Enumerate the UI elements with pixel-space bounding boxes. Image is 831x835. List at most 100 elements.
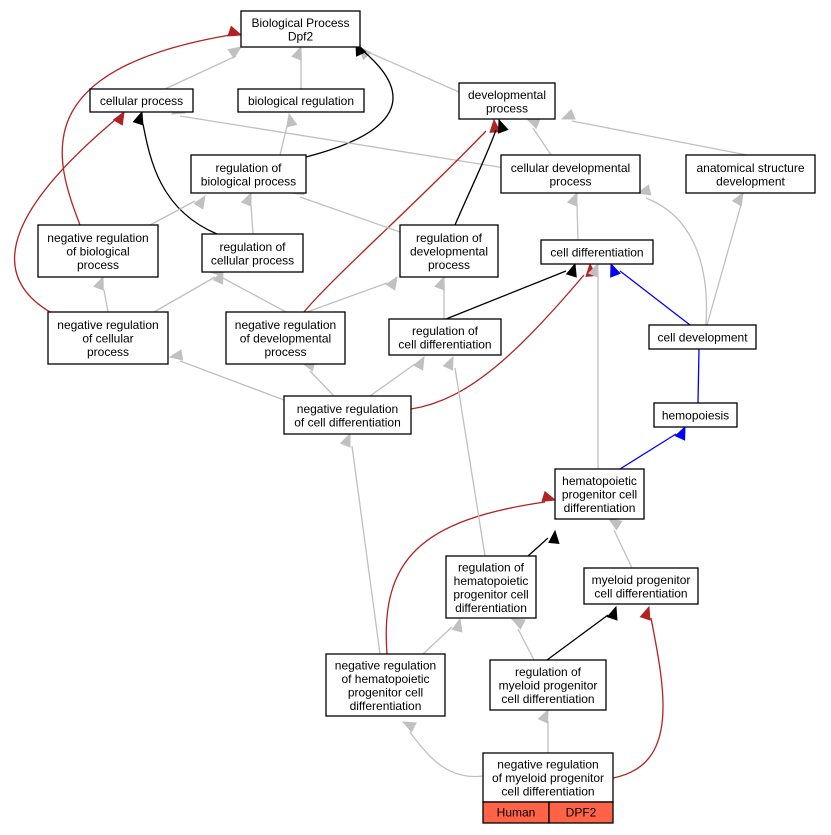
edge-arrowhead xyxy=(610,262,621,278)
edge-line xyxy=(385,501,546,655)
edge-line xyxy=(612,617,664,779)
node-label-line: developmental xyxy=(410,245,488,259)
edge-line xyxy=(305,49,394,158)
node-label-line: developmental xyxy=(468,88,546,102)
node-box xyxy=(190,154,307,194)
node-label-line: cell differentiation xyxy=(501,785,594,799)
edge-part-of xyxy=(697,348,700,404)
node-label-line: hematopoietic xyxy=(562,474,637,488)
node-label-line: biological process xyxy=(201,174,296,188)
node-label-line: biological regulation xyxy=(248,94,354,108)
edge-arrowhead xyxy=(451,617,463,633)
node-label-line: progenitor cell xyxy=(562,488,637,502)
node-label-line: Dpf2 xyxy=(288,29,314,43)
node-cell-development: cell development xyxy=(648,324,757,350)
node-label-line: progenitor cell xyxy=(453,587,528,601)
node-cell-diff: cell differentiation xyxy=(540,239,654,265)
edge-arrowhead xyxy=(193,194,206,210)
edge-arrowhead xyxy=(240,191,252,207)
edge-line xyxy=(422,626,453,655)
edge-line xyxy=(697,348,700,404)
edge-line xyxy=(410,274,585,410)
node-box xyxy=(240,10,361,48)
edge-arrowhead xyxy=(587,262,599,278)
edge-arrowhead xyxy=(607,518,623,531)
edge-arrowhead xyxy=(286,112,298,128)
edge-arrowhead xyxy=(541,490,557,502)
node-label-line: cell differentiation xyxy=(550,246,643,260)
node-box xyxy=(325,653,446,717)
edge-line xyxy=(149,200,196,226)
node-label-line: hemopoiesis xyxy=(662,409,729,423)
edge-part-of xyxy=(610,262,691,326)
edge-arrowhead xyxy=(566,191,578,207)
edge-negatively-regulates xyxy=(612,605,664,779)
node-label-line: hematopoietic xyxy=(454,574,529,588)
edge-arrowhead xyxy=(497,118,509,134)
edge-line xyxy=(103,289,109,313)
node-label-line: process xyxy=(486,101,528,115)
node-label-line: anatomical structure xyxy=(696,161,804,175)
edge-line xyxy=(527,537,549,557)
node-box xyxy=(583,567,699,605)
edge-line xyxy=(645,197,708,326)
edge-line xyxy=(250,204,254,235)
node-cellular-process: cellular process xyxy=(89,88,194,113)
edge-is-a xyxy=(240,191,254,235)
node-label-line: cell differentiation xyxy=(398,337,491,351)
node-box xyxy=(489,659,607,711)
node-box xyxy=(388,318,502,356)
edge-is-a xyxy=(607,518,633,569)
node-label-line: negative regulation xyxy=(57,318,158,332)
edge-line xyxy=(517,628,535,661)
node-label-line: negative regulation xyxy=(47,231,148,245)
edge-arrowhead xyxy=(636,184,652,196)
edge-line xyxy=(164,55,237,90)
edge-arrowhead xyxy=(93,275,104,291)
node-box xyxy=(653,402,738,428)
edge-line xyxy=(576,204,579,241)
edge-is-a xyxy=(566,191,579,241)
edge-regulates xyxy=(445,262,577,320)
node-label-line: differentiation xyxy=(350,699,422,713)
node-label-line: differentiation xyxy=(564,501,636,515)
edge-is-a xyxy=(422,617,463,655)
node-label-line: development xyxy=(716,174,785,188)
edge-is-a xyxy=(434,275,445,319)
edge-line xyxy=(454,367,486,557)
node-label-line: cell differentiation xyxy=(594,586,687,600)
node-label-line: of myeloid progenitor xyxy=(492,771,604,785)
badge-species-label: Human xyxy=(497,806,536,820)
edge-line xyxy=(351,445,381,655)
edge-arrowhead xyxy=(291,45,302,61)
edge-arrowhead xyxy=(168,349,184,361)
node-label-line: negative regulation xyxy=(497,758,598,772)
edge-arrowhead xyxy=(537,708,549,724)
node-label-line: myeloid progenitor xyxy=(499,679,598,693)
edge-arrowhead xyxy=(510,618,526,630)
edge-is-a xyxy=(208,265,287,313)
edge-line xyxy=(445,270,567,320)
edge-is-a xyxy=(339,432,381,655)
edge-is-a xyxy=(636,184,708,326)
edge-is-a xyxy=(164,46,243,90)
graph-edges xyxy=(13,25,748,779)
badge-gene-cell xyxy=(548,801,614,824)
node-label-line: regulation of xyxy=(412,324,479,338)
node-box xyxy=(89,88,194,113)
edge-is-a xyxy=(369,355,425,397)
node-label-line: negative regulation xyxy=(335,658,436,672)
edge-is-a xyxy=(401,721,484,778)
badge-gene-label: DPF2 xyxy=(566,806,597,820)
